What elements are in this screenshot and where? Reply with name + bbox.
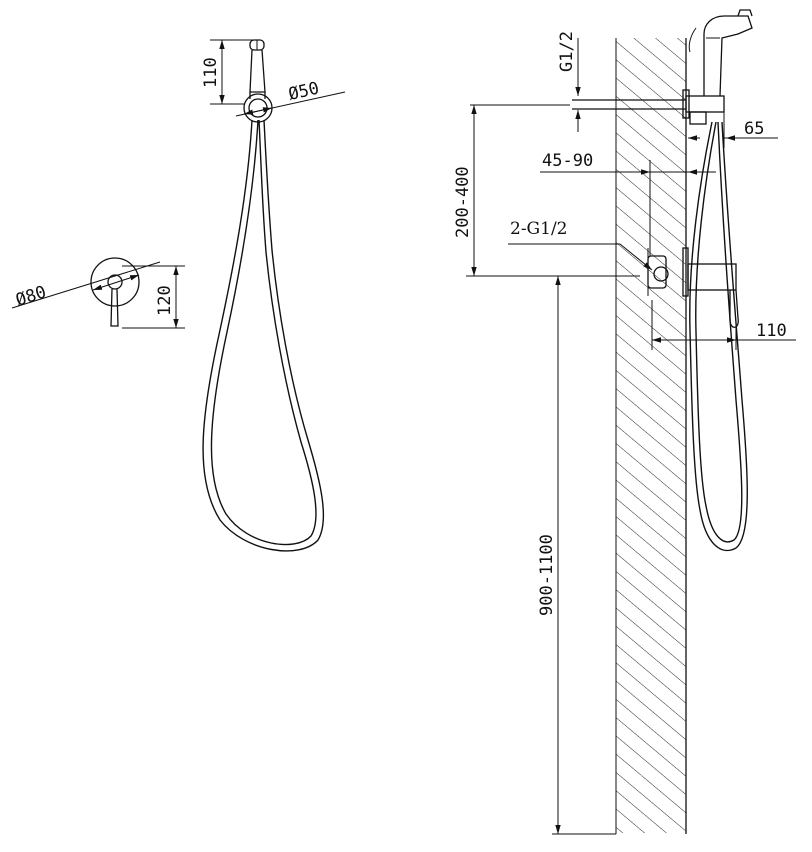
label-plate-height: 120: [155, 285, 175, 316]
hose-holder-side: [682, 89, 725, 125]
label-valve-projection: 110: [756, 321, 787, 341]
spray-head-side: [688, 9, 753, 97]
spray-head-front: [249, 39, 266, 93]
hose-side: [689, 121, 748, 552]
holder-inlet-pipe: [572, 99, 686, 110]
valve-plate-front: [90, 257, 140, 327]
dimension-wall-depth: 45-90: [540, 151, 716, 256]
label-holder-diameter: Ø50: [287, 78, 321, 104]
dimension-holder-projection: 65: [685, 112, 778, 148]
valve-body-side: [647, 247, 739, 328]
label-mount-height: 900-1100: [537, 534, 557, 616]
label-wall-depth: 45-90: [542, 151, 593, 171]
dimension-valve-thread: 2-G1/2: [508, 219, 653, 271]
wall-section: [615, 38, 687, 834]
dimension-holder-offset: 200-400: [453, 104, 640, 277]
label-plate-diameter: Ø80: [13, 282, 48, 311]
dimension-holder-diameter: Ø50: [235, 78, 346, 117]
dimension-nozzle-height: 110: [201, 39, 255, 105]
label-inlet-thread: G1/2: [557, 31, 577, 72]
dimension-plate-height: 120: [122, 265, 185, 329]
label-valve-thread: 2-G1/2: [510, 219, 568, 239]
hose-front: [202, 119, 325, 552]
label-holder-offset: 200-400: [453, 166, 473, 238]
side-view: G1/2 200-400: [453, 9, 796, 835]
label-nozzle-height: 110: [201, 57, 221, 88]
dimension-mount-height: 900-1100: [537, 276, 616, 835]
dimension-inlet-thread: G1/2: [557, 31, 581, 132]
hose-holder-front: [243, 92, 273, 123]
dimension-plate-diameter: Ø80: [11, 261, 161, 311]
front-view: 110 Ø50 Ø80 120: [11, 39, 346, 552]
label-holder-projection: 65: [744, 119, 764, 139]
